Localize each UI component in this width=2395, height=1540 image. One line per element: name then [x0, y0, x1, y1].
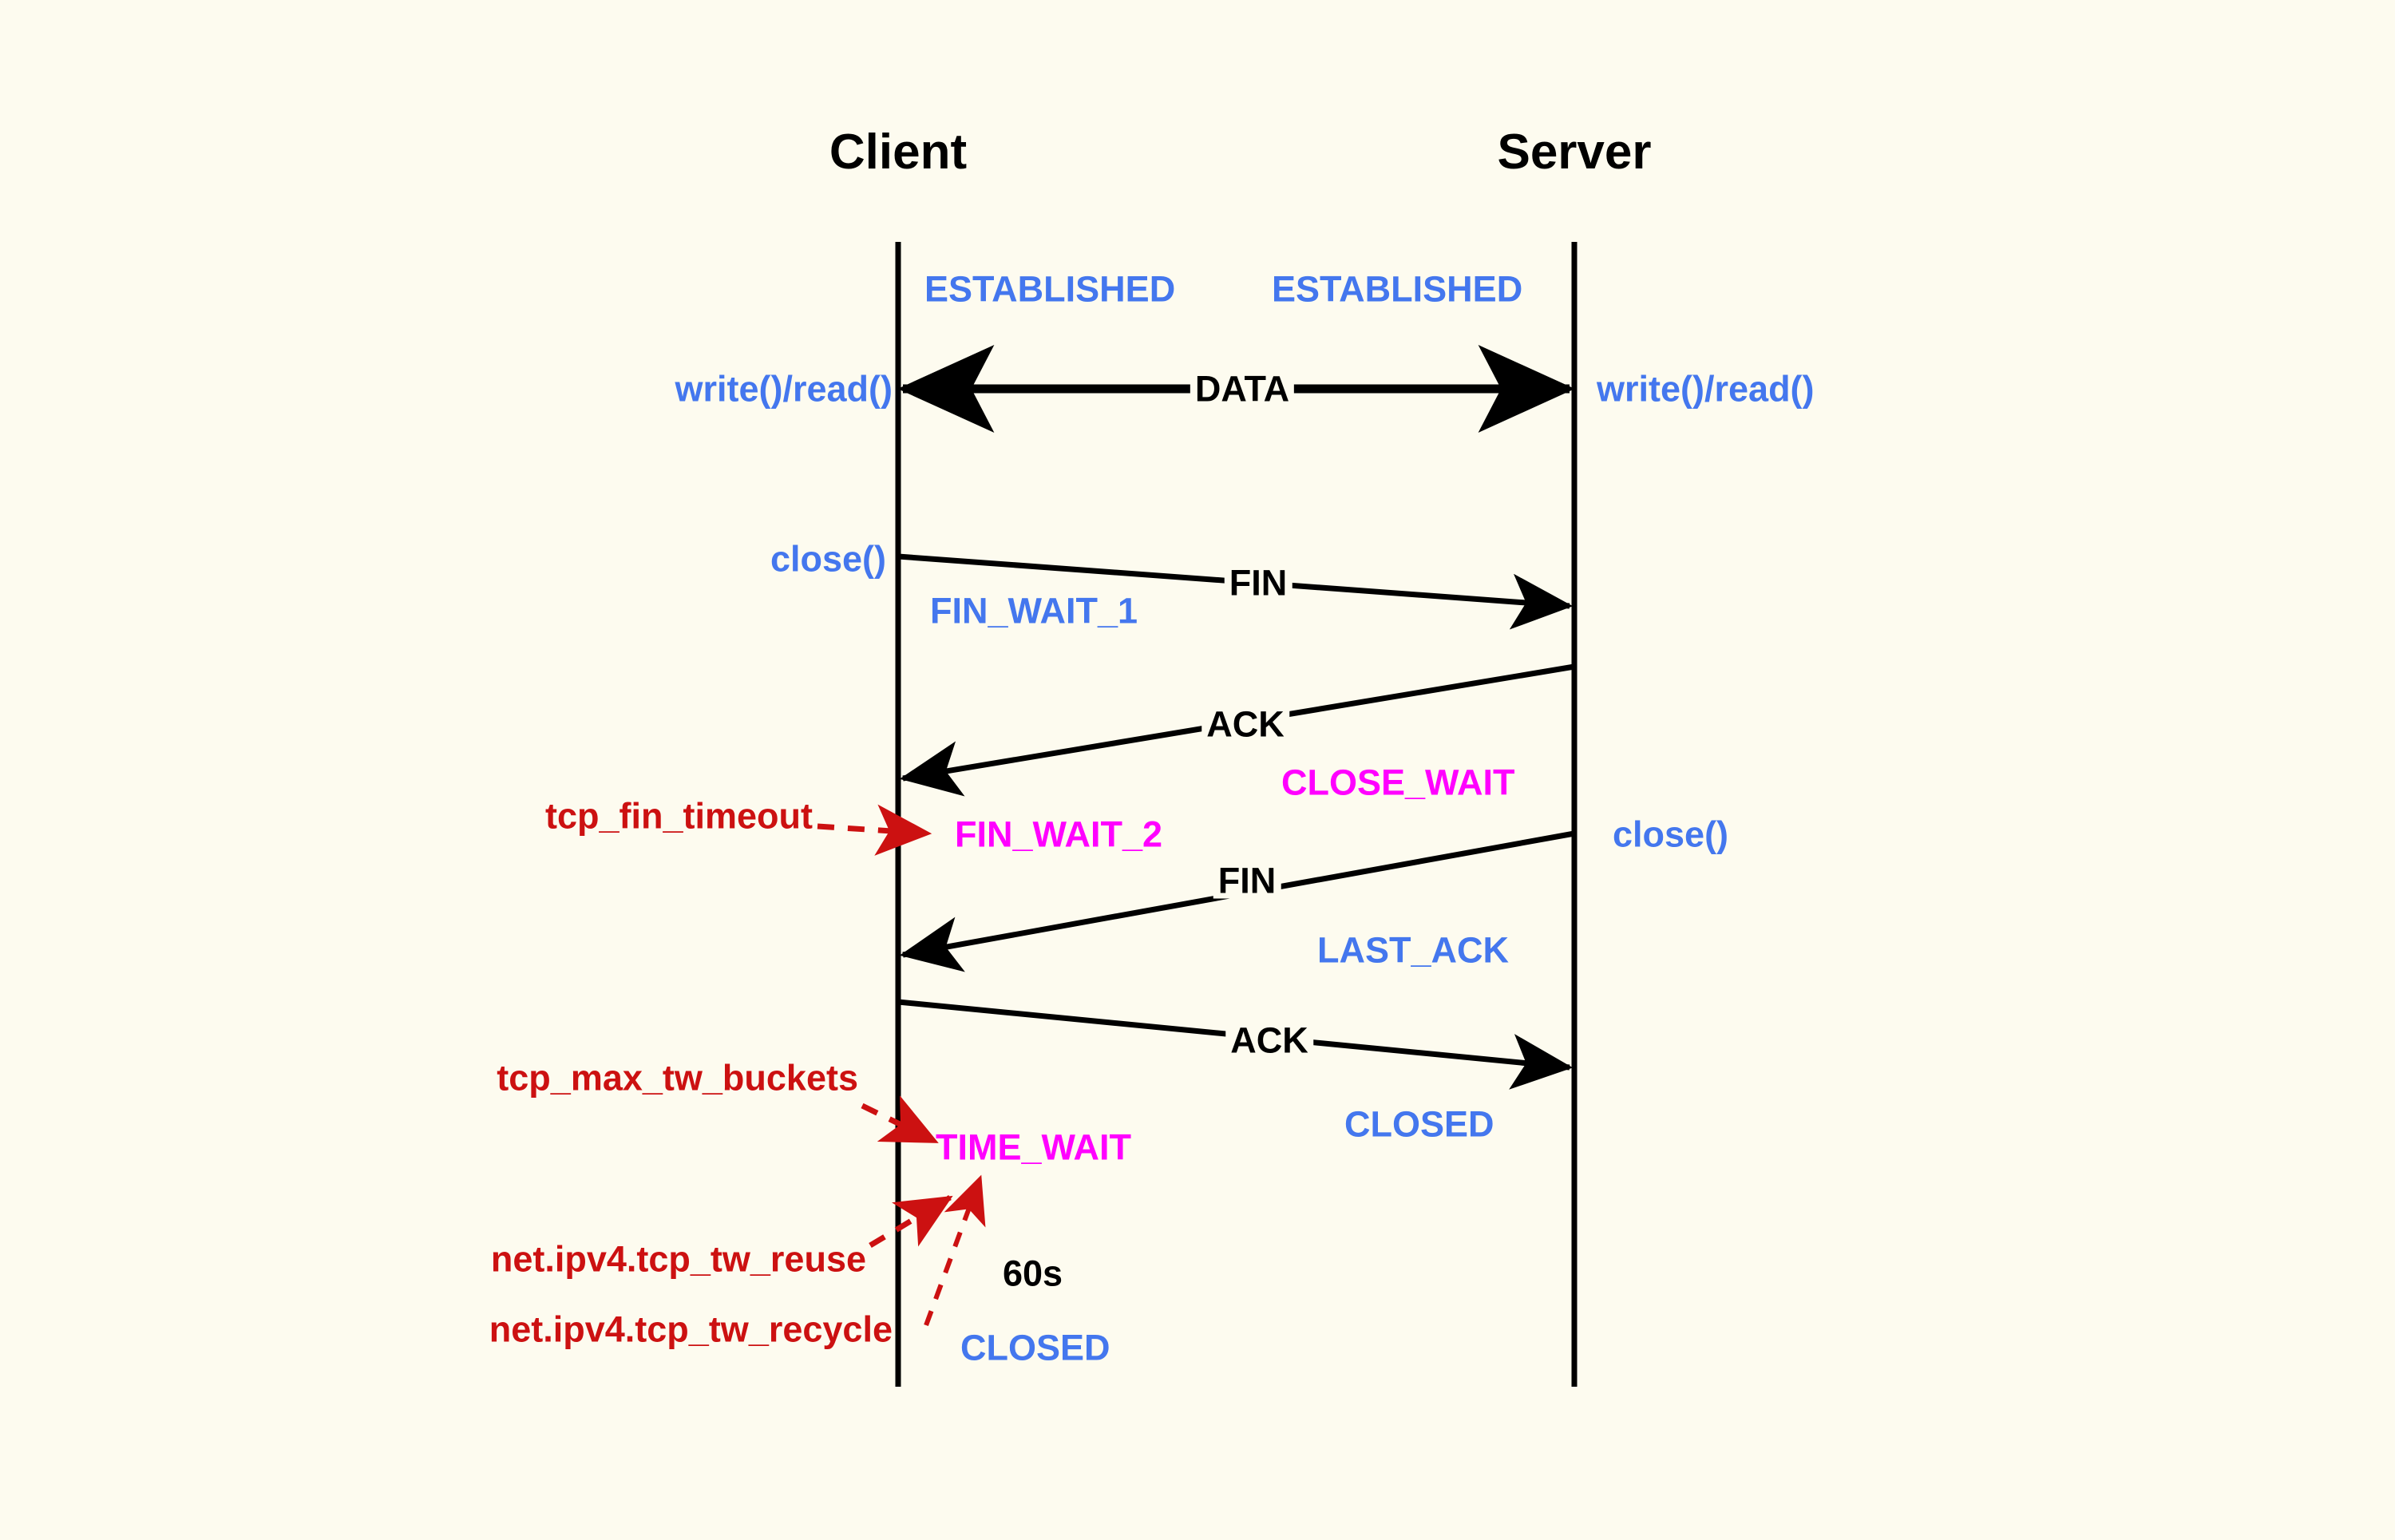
message-label-ack-1: ACK [1201, 706, 1289, 742]
message-label-data: DATA [1190, 370, 1295, 407]
message-label-ack-2: ACK [1225, 1022, 1313, 1059]
tcp-tw-reuse-pointer [869, 1194, 953, 1249]
tunable-tcp-tw-reuse: net.ipv4.tcp_tw_reuse [490, 1238, 866, 1280]
api-server-write-read: write()/read() [1597, 368, 1815, 410]
api-client-close: close() [770, 538, 886, 580]
state-client-established: ESTABLISHED [924, 268, 1176, 310]
actor-label-client: Client [829, 125, 968, 180]
state-client-time-wait: TIME_WAIT [936, 1126, 1131, 1168]
state-server-established: ESTABLISHED [1272, 268, 1523, 310]
state-client-fin-wait-2: FIN_WAIT_2 [955, 814, 1163, 855]
state-server-close-wait: CLOSE_WAIT [1281, 762, 1515, 803]
timer-time-wait-duration: 60s [1003, 1253, 1063, 1294]
state-client-fin-wait-1: FIN_WAIT_1 [930, 590, 1138, 631]
tcp-tw-recycle-pointer [924, 1174, 986, 1327]
api-client-write-read: write()/read() [675, 368, 893, 410]
tunable-tcp-max-tw-buckets: tcp_max_tw_buckets [497, 1057, 858, 1099]
actor-label-server: Server [1497, 125, 1652, 180]
tcp-max-tw-buckets-pointer [861, 1095, 939, 1145]
state-server-closed: CLOSED [1344, 1103, 1494, 1145]
tcp-fin-timeout-pointer [817, 804, 932, 856]
message-label-fin-2: FIN [1213, 862, 1281, 899]
state-client-closed: CLOSED [960, 1327, 1110, 1368]
tunable-tcp-tw-recycle: net.ipv4.tcp_tw_recycle [489, 1308, 893, 1350]
tunable-tcp-fin-timeout: tcp_fin_timeout [544, 795, 813, 837]
api-server-close: close() [1613, 814, 1729, 855]
state-server-last-ack: LAST_ACK [1317, 929, 1510, 971]
message-label-fin-1: FIN [1224, 564, 1293, 601]
